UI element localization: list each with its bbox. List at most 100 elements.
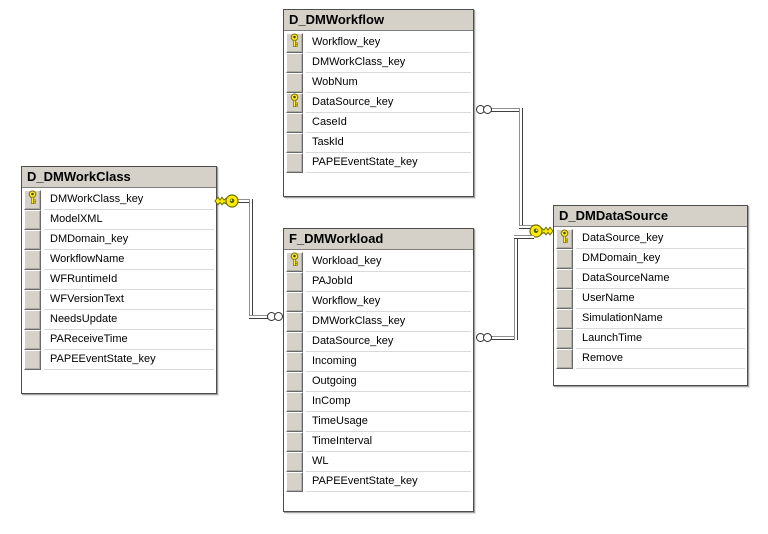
table-row[interactable]: CaseId [286,113,471,133]
relationship-line-segment[interactable] [514,235,534,239]
many-end-infinity-icon [267,312,284,321]
table-row[interactable]: ModelXML [24,210,214,230]
table-row[interactable]: Workflow_key [286,292,471,312]
row-selector-button[interactable] [286,372,303,392]
row-selector-button[interactable] [286,352,303,372]
row-selector-button[interactable] [286,432,303,452]
table-row[interactable]: Incoming [286,352,471,372]
table-row[interactable]: Workflow_key [286,33,471,53]
row-selector-button[interactable] [24,190,41,210]
table-row[interactable]: SimulationName [556,309,745,329]
field-name: InComp [306,392,471,412]
table-row[interactable]: LaunchTime [556,329,745,349]
table-row[interactable]: DMDomain_key [24,230,214,250]
table-row[interactable]: WL [286,452,471,472]
relationship-line-segment[interactable] [519,108,523,229]
row-selector-button[interactable] [286,292,303,312]
row-selector-button[interactable] [556,289,573,309]
relationship-line-segment[interactable] [514,235,518,340]
table-row[interactable]: DMWorkClass_key [286,53,471,73]
table-row[interactable]: PAReceiveTime [24,330,214,350]
table-row[interactable]: PAPEEventState_key [24,350,214,370]
table-row[interactable]: DMWorkClass_key [286,312,471,332]
field-name: Incoming [306,352,471,372]
table-row[interactable]: UserName [556,289,745,309]
row-selector-button[interactable] [556,329,573,349]
table-row[interactable]: NeedsUpdate [24,310,214,330]
field-name: DataSource_key [306,93,471,113]
row-selector-button[interactable] [286,252,303,272]
table-row[interactable]: PAPEEventState_key [286,153,471,173]
row-selector-button[interactable] [286,392,303,412]
row-selector-button[interactable] [24,310,41,330]
row-selector-button[interactable] [286,332,303,352]
table-row[interactable]: TimeInterval [286,432,471,452]
relationship-line-segment[interactable] [236,199,253,203]
row-selector-button[interactable] [286,73,303,93]
row-selector-button[interactable] [24,210,41,230]
relationship-line-segment[interactable] [249,199,253,319]
row-selector-button[interactable] [556,349,573,369]
relationship-line-segment[interactable] [519,225,534,229]
row-selector-button[interactable] [286,153,303,173]
table-row[interactable]: DataSource_key [286,332,471,352]
table-row[interactable]: Workload_key [286,252,471,272]
row-selector-button[interactable] [286,93,303,113]
one-end-key-icon [214,193,242,209]
table-row[interactable]: DMWorkClass_key [24,190,214,210]
row-selector-button[interactable] [286,33,303,53]
table-row[interactable]: DataSource_key [286,93,471,113]
row-selector-button[interactable] [286,53,303,73]
table-row[interactable]: TimeUsage [286,412,471,432]
table-row[interactable]: PAPEEventState_key [286,472,471,492]
row-selector-button[interactable] [286,452,303,472]
row-selector-button[interactable] [286,412,303,432]
field-name: Remove [576,349,745,369]
row-selector-button[interactable] [286,113,303,133]
table-row[interactable]: DMDomain_key [556,249,745,269]
table-row[interactable]: PAJobId [286,272,471,292]
row-selector-button[interactable] [24,350,41,370]
row-selector-button[interactable] [556,229,573,249]
row-selector-button[interactable] [286,272,303,292]
row-selector-button[interactable] [286,472,303,492]
row-selector-button[interactable] [24,250,41,270]
field-name: PAPEEventState_key [306,153,471,173]
table-row[interactable]: InComp [286,392,471,412]
row-selector-button[interactable] [556,249,573,269]
table-row[interactable]: DataSourceName [556,269,745,289]
relationship-line-segment[interactable] [489,108,523,112]
field-name: WobNum [306,73,471,93]
table-row[interactable]: Remove [556,349,745,369]
table-title[interactable]: D_DMDataSource [554,206,747,227]
row-selector-button[interactable] [24,270,41,290]
relationship-line-segment[interactable] [489,336,518,340]
table-title[interactable]: F_DMWorkload [284,229,473,250]
table-row[interactable]: WobNum [286,73,471,93]
table-title[interactable]: D_DMWorkflow [284,10,473,31]
table-row[interactable]: DataSource_key [556,229,745,249]
table-row[interactable]: Outgoing [286,372,471,392]
row-selector-button[interactable] [556,269,573,289]
field-name: CaseId [306,113,471,133]
table-title[interactable]: D_DMWorkClass [22,167,216,188]
row-selector-button[interactable] [286,312,303,332]
field-name: PAPEEventState_key [306,472,471,492]
table-row[interactable]: WFVersionText [24,290,214,310]
row-selector-button[interactable] [24,230,41,250]
row-selector-button[interactable] [556,309,573,329]
field-name: SimulationName [576,309,745,329]
row-selector-button[interactable] [24,330,41,350]
relationship-line-segment[interactable] [249,315,270,319]
row-selector-button[interactable] [286,133,303,153]
table-row[interactable]: TaskId [286,133,471,153]
table-row[interactable]: WFRuntimeId [24,270,214,290]
row-selector-button[interactable] [24,290,41,310]
table-row[interactable]: WorkflowName [24,250,214,270]
